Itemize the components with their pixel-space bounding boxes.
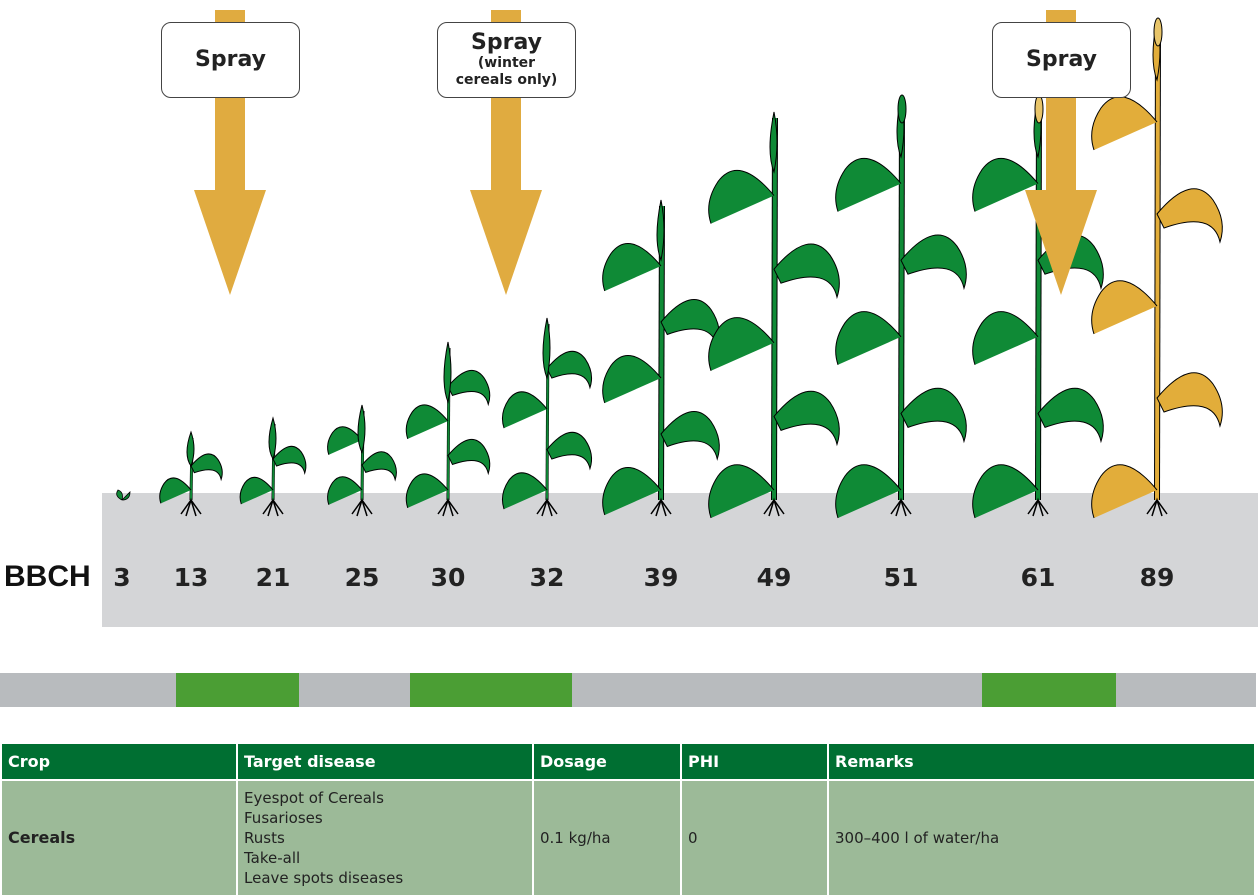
plant-stage-30 xyxy=(405,341,491,517)
bbch-label: BBCH xyxy=(4,560,91,593)
table-header-row: Crop Target disease Dosage PHI Remarks xyxy=(2,744,1256,780)
header-phi: PHI xyxy=(681,744,829,780)
bbch-stage-25: 25 xyxy=(344,563,380,592)
spray-timeline-bar xyxy=(0,673,1256,707)
disease-item: Leave spots diseases xyxy=(244,869,404,887)
plant-stage-61 xyxy=(972,94,1104,519)
spray-arrow-icon xyxy=(194,10,266,295)
spray-title: Spray xyxy=(195,47,266,72)
spray-label-box: Spray xyxy=(161,22,300,98)
plant-stage-25 xyxy=(327,404,397,517)
table-row: Cereals Eyespot of Cereals Fusarioses Ru… xyxy=(2,779,1256,895)
spray-label-box: Spray(winter cereals only) xyxy=(437,22,576,98)
cell-diseases: Eyespot of Cereals Fusarioses Rusts Take… xyxy=(237,779,534,895)
bbch-stage-39: 39 xyxy=(643,563,679,592)
bbch-stage-3: 3 xyxy=(113,563,131,592)
bbch-stage-61: 61 xyxy=(1020,563,1056,592)
spray-label-box: Spray xyxy=(992,22,1131,98)
spray-window-1 xyxy=(176,673,299,707)
plant-stage-32 xyxy=(501,317,593,517)
spray-subtitle: (winter cereals only) xyxy=(455,55,558,88)
cell-remarks: 300–400 l of water/ha xyxy=(828,779,1256,895)
bbch-stage-89: 89 xyxy=(1139,563,1175,592)
bbch-stage-51: 51 xyxy=(883,563,919,592)
bbch-stage-band xyxy=(102,493,1258,627)
bbch-stage-49: 49 xyxy=(756,563,792,592)
bbch-stage-32: 32 xyxy=(529,563,565,592)
plant-stage-89 xyxy=(1091,17,1223,519)
spray-title: Spray xyxy=(1026,47,1097,72)
spray-arrow-icon xyxy=(470,10,542,295)
plant-stage-13 xyxy=(159,430,223,517)
plant-stage-39 xyxy=(602,199,720,517)
header-dosage: Dosage xyxy=(533,744,682,780)
disease-item: Rusts xyxy=(244,829,285,847)
disease-item: Eyespot of Cereals xyxy=(244,789,384,807)
plant-stage-51 xyxy=(835,94,967,519)
header-remarks: Remarks xyxy=(828,744,1256,780)
cell-crop: Cereals xyxy=(2,779,238,895)
cell-dosage: 0.1 kg/ha xyxy=(533,779,682,895)
plant-stage-49 xyxy=(708,111,840,519)
plant-illustrations xyxy=(116,17,1223,519)
application-table: Crop Target disease Dosage PHI Remarks C… xyxy=(2,744,1256,895)
spray-window-2 xyxy=(410,673,572,707)
header-target-disease: Target disease xyxy=(237,744,534,780)
bbch-stage-13: 13 xyxy=(173,563,209,592)
disease-item: Fusarioses xyxy=(244,809,323,827)
bbch-stage-21: 21 xyxy=(255,563,291,592)
plant-stage-3 xyxy=(116,489,131,501)
header-crop: Crop xyxy=(2,744,238,780)
spray-arrow-icon xyxy=(1025,10,1097,295)
cell-phi: 0 xyxy=(681,779,829,895)
plant-stage-21 xyxy=(239,416,307,517)
spray-title: Spray xyxy=(471,30,542,55)
bbch-stage-30: 30 xyxy=(430,563,466,592)
disease-item: Take-all xyxy=(244,849,301,867)
spray-window-3 xyxy=(982,673,1116,707)
